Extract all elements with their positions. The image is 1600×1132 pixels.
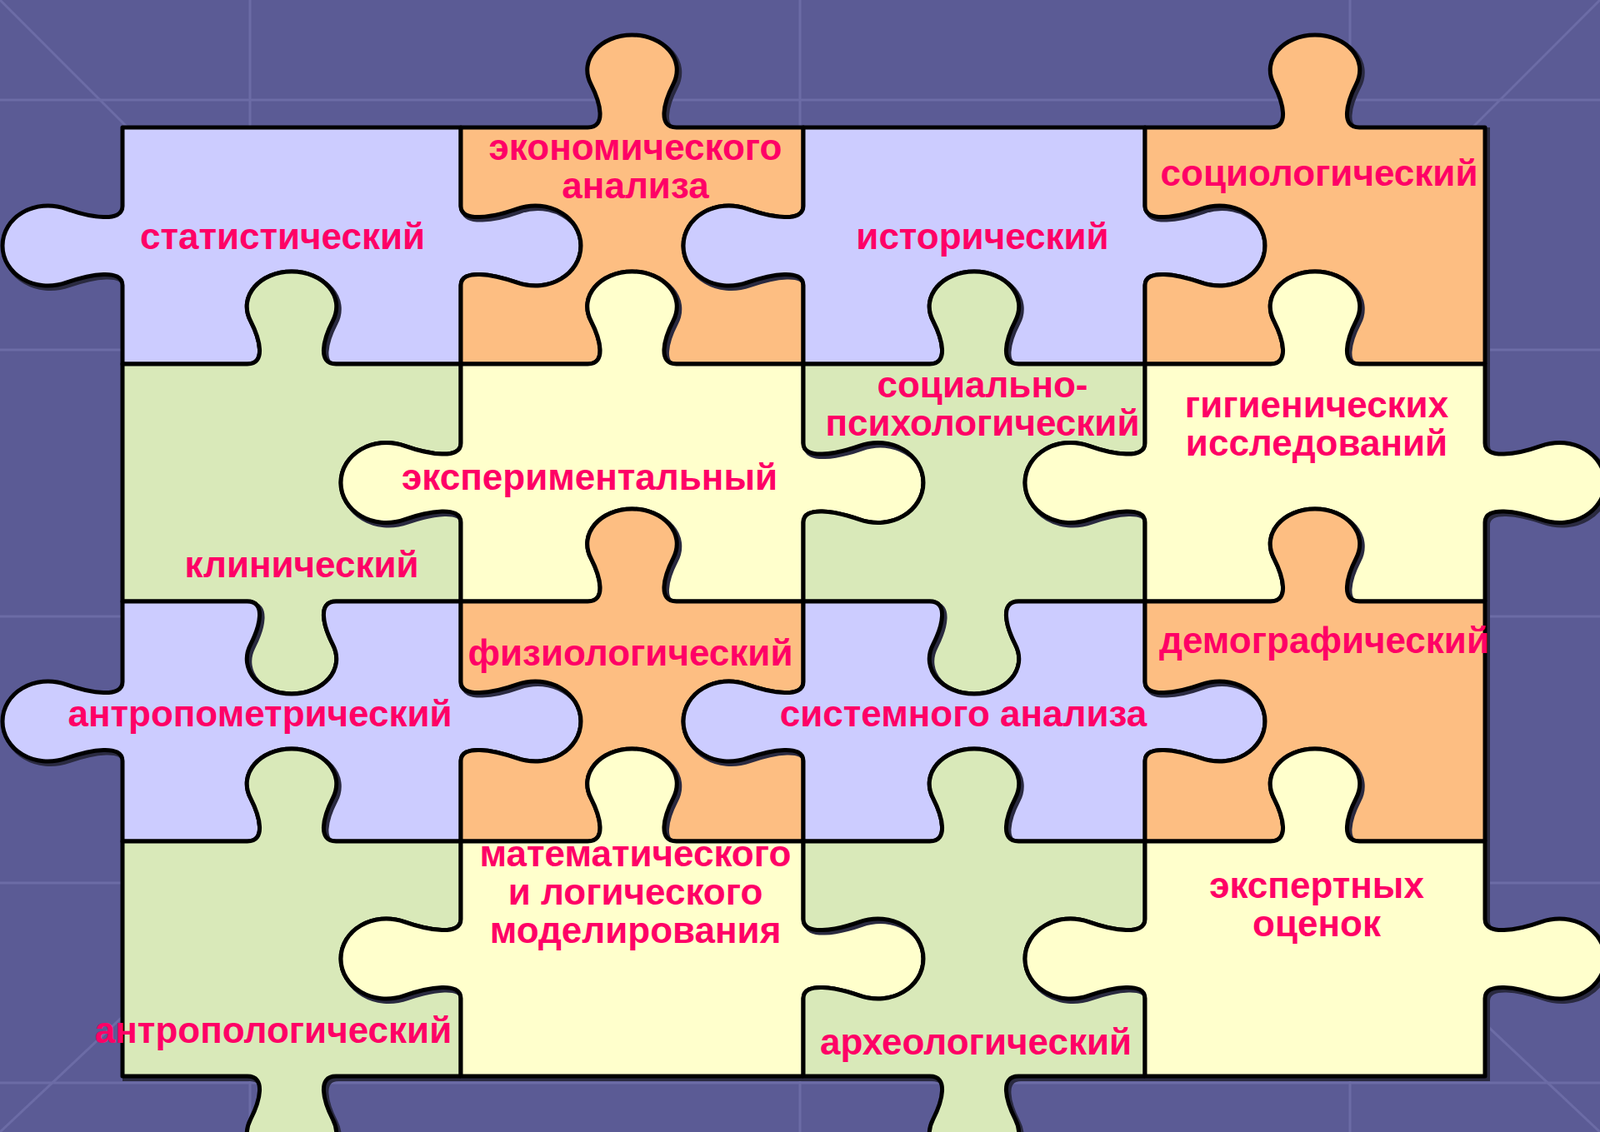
piece-label: экспертных оценок [1207,866,1426,944]
piece-label: экспериментальный [401,457,778,496]
puzzle-piece: математического и логического моделирова… [460,841,804,1077]
puzzle-piece: экспертных оценок [1145,841,1485,1077]
piece-label: математического и логического моделирова… [478,835,794,951]
piece-label: социологический [1160,154,1479,193]
piece-label: экономического анализа [487,128,785,205]
piece-label: системного анализа [780,695,1148,734]
piece-label: статистический [140,217,425,256]
piece-label: физиологический [468,634,794,673]
piece-shape [1025,749,1600,1077]
piece-label: антропометрический [67,695,452,734]
piece-label: демографический [1159,621,1490,660]
piece-label: антропологический [95,1011,452,1050]
piece-label: гигиенических исследований [1183,385,1451,462]
piece-label: археологический [820,1023,1132,1062]
piece-label: социально-психологический [824,365,1142,442]
piece-label: исторический [855,217,1109,256]
piece-label: клинический [184,545,419,584]
